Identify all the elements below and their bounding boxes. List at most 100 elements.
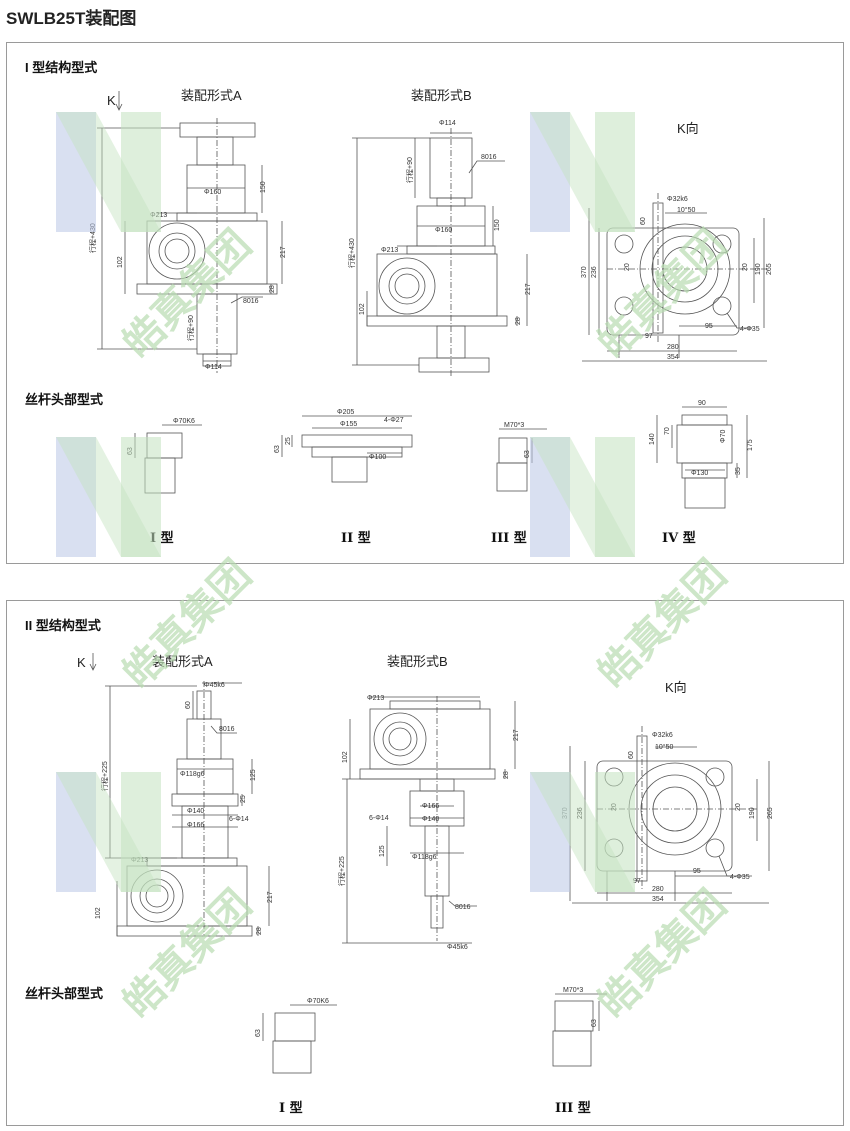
dim-a-h25: 25	[240, 795, 247, 803]
dim-a-h28: 28	[269, 285, 276, 293]
dim-b-d213: Φ213	[367, 695, 384, 702]
k-view-label: K向	[665, 680, 687, 695]
dim-a-d160: Φ160	[204, 189, 221, 196]
dim-b-h125: 125	[379, 845, 386, 857]
dim-a-d118g6: Φ118g6	[180, 771, 205, 778]
panel-type-ii-structure: II 型结构型式 K 装配形式A 装配形式B K向 丝杆头部型式 I 型 III…	[6, 600, 844, 1126]
type-ii-label: II 型	[341, 531, 371, 546]
dim-k-h190: 190	[755, 263, 762, 275]
k-direction-label: K	[107, 93, 116, 108]
head-types-title: 丝杆头部型式	[25, 986, 104, 1001]
dim-b-stroke: 行程+225	[337, 856, 346, 886]
dim-k-w95: 95	[705, 323, 713, 330]
dim-k-h20b: 20	[742, 263, 749, 271]
type-iv-label: IV 型	[662, 531, 696, 546]
dim-a-d114: Φ114	[205, 364, 222, 371]
dim-a-h217: 217	[280, 246, 287, 258]
head-type-i-drawing	[262, 1004, 337, 1074]
dim-b-d114: Φ114	[439, 120, 456, 127]
assembly-b-label: 装配形式B	[411, 88, 472, 103]
dim-b-h28: 28	[503, 771, 510, 779]
dim-a-8016: 8016	[243, 298, 259, 305]
dim-b-d166: Φ166	[422, 803, 439, 810]
assembly-b-drawing	[342, 696, 516, 944]
dim-head-holes27: 4-Φ27	[384, 417, 404, 424]
head-type-iii-drawing	[496, 428, 547, 492]
dim-k-w280: 280	[652, 886, 664, 893]
dim-head-h63c: 63	[524, 450, 531, 458]
dim-a-h60: 60	[185, 701, 192, 709]
dim-b-d213: Φ213	[381, 247, 398, 254]
dim-head-h140: 140	[649, 433, 656, 445]
dim-head-h25: 25	[285, 437, 292, 445]
dim-k-h236: 236	[591, 266, 598, 278]
dim-head-h63b: 63	[274, 445, 281, 453]
dim-k-w97: 97	[645, 333, 653, 340]
assembly-b-label: 装配形式B	[387, 654, 448, 669]
type-iii-label: III 型	[555, 1101, 591, 1116]
dim-k-holes: 4-Φ35	[740, 326, 760, 333]
dim-b-h150: 150	[494, 219, 501, 231]
dim-b-stroke: 行程+430	[347, 238, 356, 268]
dim-a-h150: 150	[260, 181, 267, 193]
panel-type-i-structure: I 型结构型式 K 装配形式A 装配形式B K向 丝杆头部型式 I 型 II 型…	[6, 42, 844, 564]
dim-a-8016: 8016	[219, 726, 235, 733]
dim-k-d32k6: Φ32k6	[652, 732, 673, 739]
dim-head-m70: M70*3	[504, 422, 524, 429]
dim-b-stroke90: 行程+90	[405, 157, 414, 183]
head-type-iii-drawing	[552, 993, 607, 1067]
dim-b-8016: 8016	[455, 904, 471, 911]
head-types-title: 丝杆头部型式	[25, 392, 104, 407]
dim-a-h125: 125	[250, 769, 257, 781]
head-type-i-drawing	[134, 424, 202, 494]
dim-b-d118g6: Φ118g6	[412, 854, 437, 861]
dim-a-d140: Φ140	[187, 808, 204, 815]
dim-head-d70: Φ70	[720, 430, 727, 443]
section-title: II 型结构型式	[25, 618, 101, 633]
dim-k-10deg: 10°50	[677, 206, 695, 214]
dim-k-h60: 60	[628, 751, 635, 759]
dim-k-h190: 190	[749, 807, 756, 819]
dim-k-h370: 370	[562, 807, 569, 819]
dim-a-holes14: 6-Φ14	[229, 816, 249, 823]
dim-a-h102: 102	[117, 256, 124, 268]
dim-a-d166: Φ166	[187, 822, 204, 829]
dim-b-d140: Φ140	[422, 816, 439, 823]
dim-k-h20a: 20	[611, 803, 618, 811]
section-title: I 型结构型式	[25, 60, 98, 75]
dim-b-d160: Φ160	[435, 227, 452, 234]
dim-k-h20b: 20	[735, 803, 742, 811]
dim-a-d45k6: Φ45k6	[204, 682, 225, 689]
dim-head-m70: M70*3	[563, 987, 583, 994]
k-view-label: K向	[677, 121, 699, 136]
type-i-label: I 型	[279, 1101, 303, 1116]
assembly-a-label: 装配形式A	[181, 88, 242, 103]
dim-head-d70k6: Φ70K6	[307, 998, 329, 1005]
dim-k-10deg: 10°50	[655, 743, 673, 751]
dim-k-d32k6: Φ32k6	[667, 196, 688, 203]
dim-k-w97: 97	[633, 878, 641, 885]
dim-head-d100: Φ100	[369, 454, 386, 461]
dim-a-stroke: 行程+430	[88, 223, 97, 253]
dim-a-stroke90: 行程+90	[186, 315, 195, 341]
dim-head-h70: 70	[664, 427, 671, 435]
dim-b-h102: 102	[359, 303, 366, 315]
dim-k-holes: 4-Φ35	[730, 874, 750, 881]
type-i-drawings: 行程+430 Φ213 Φ160 150 217 102 28 行程+90 80…	[88, 91, 773, 509]
dim-b-h102: 102	[342, 751, 349, 763]
dim-b-h217: 217	[513, 729, 520, 741]
dim-k-h265: 265	[767, 807, 774, 819]
dim-head-h63c: 63	[591, 1019, 598, 1027]
dim-a-h217: 217	[267, 891, 274, 903]
dim-k-w354: 354	[667, 354, 679, 361]
dim-head-h175: 175	[747, 439, 754, 451]
dim-b-d45k6: Φ45k6	[447, 944, 468, 951]
dim-k-w354: 354	[652, 896, 664, 903]
dim-head-h63a: 63	[255, 1029, 262, 1037]
dim-k-h20a: 20	[624, 263, 631, 271]
dim-head-d130: Φ130	[691, 470, 708, 477]
assembly-a-drawing	[97, 118, 283, 373]
dim-k-w95: 95	[693, 868, 701, 875]
head-type-ii-drawing	[281, 415, 413, 483]
head-type-iv-drawing	[656, 406, 748, 509]
